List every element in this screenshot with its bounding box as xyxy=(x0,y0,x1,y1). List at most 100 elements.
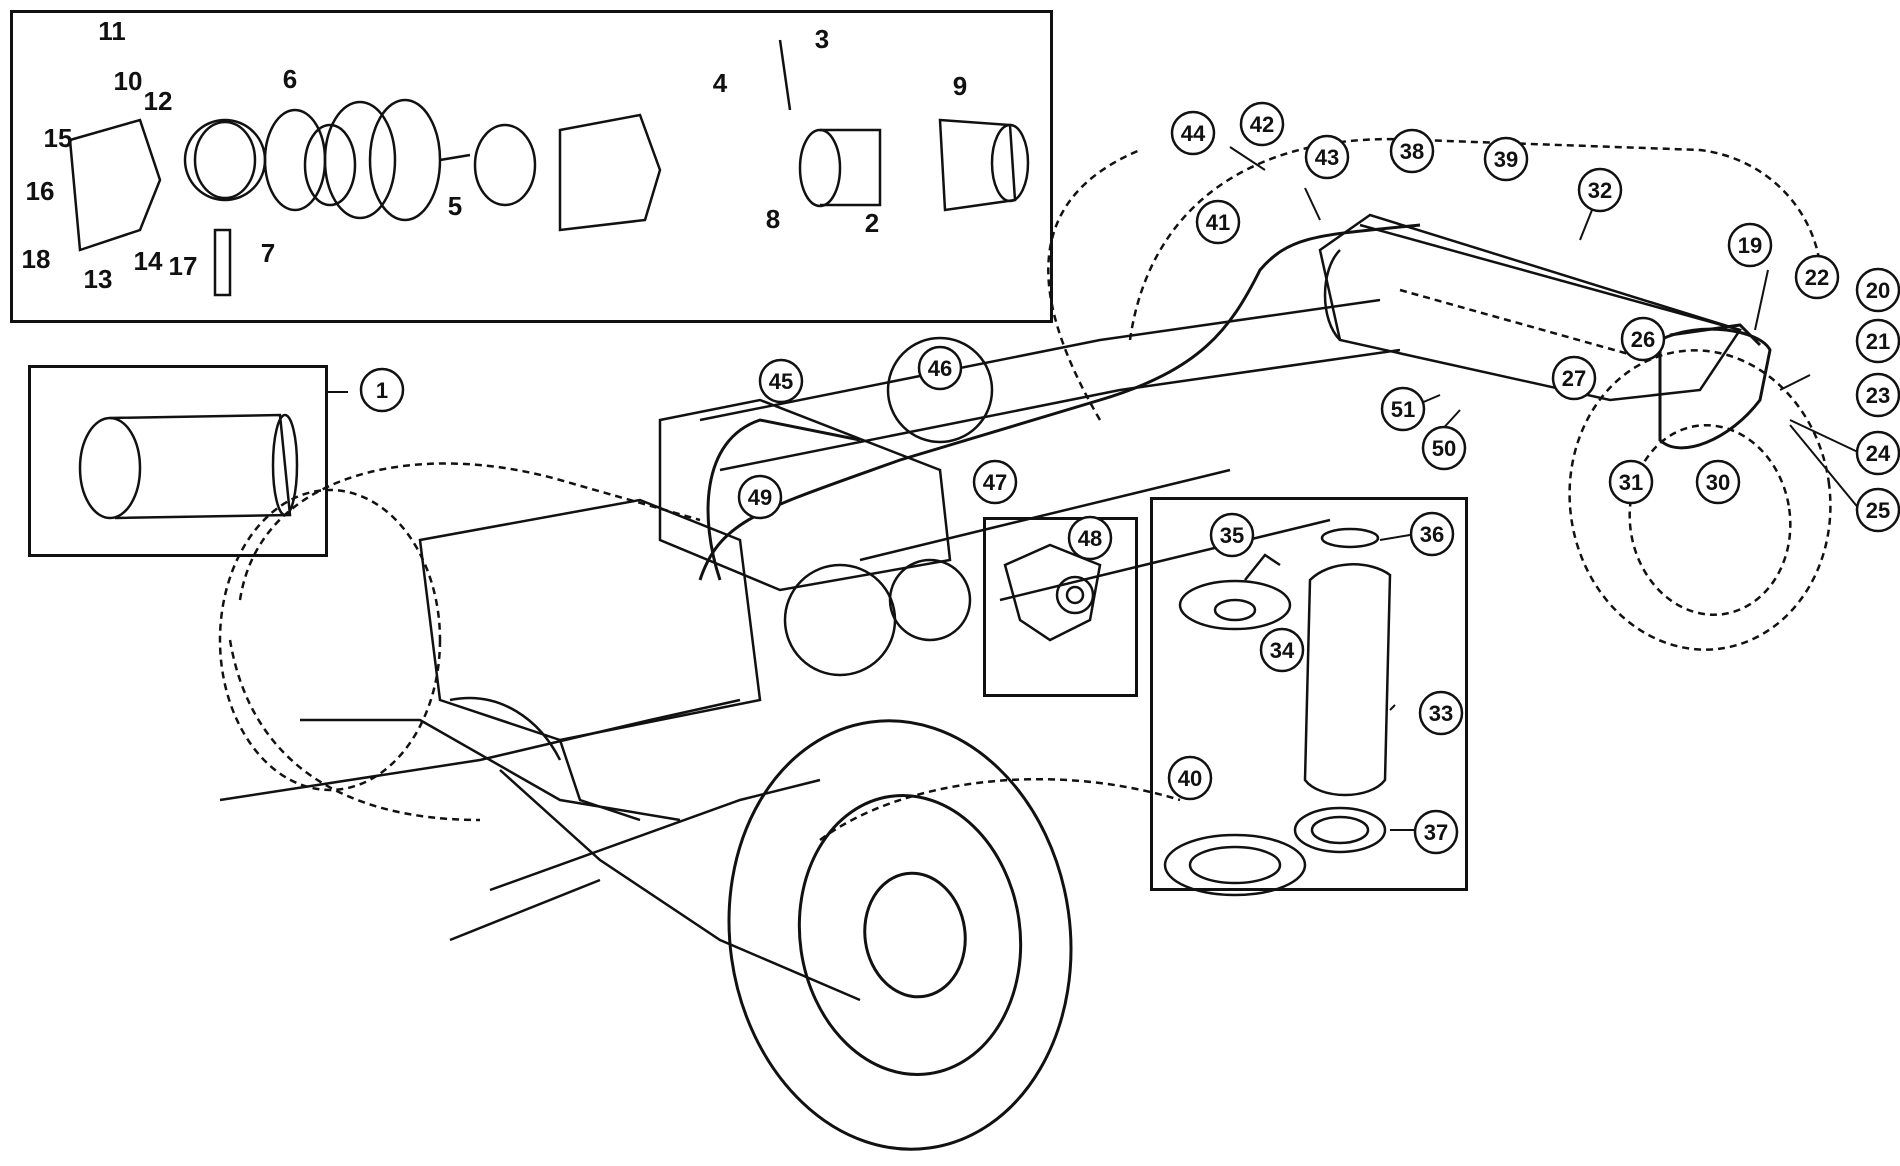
callout-circle-23: 23 xyxy=(1855,372,1900,418)
front-left-wheel xyxy=(218,488,442,792)
callout-circle-50: 50 xyxy=(1421,425,1467,471)
callout-circle-45: 45 xyxy=(758,358,804,404)
callout-label-42: 42 xyxy=(1250,112,1274,137)
callout-label-41: 41 xyxy=(1206,210,1230,235)
callout-label-50: 50 xyxy=(1432,436,1456,461)
callout-circle-44: 44 xyxy=(1170,110,1216,156)
callout-label-4: 4 xyxy=(713,68,728,98)
front-wheel xyxy=(727,719,1073,1151)
callout-circle-32: 32 xyxy=(1577,167,1623,213)
callout-circle-47: 47 xyxy=(972,459,1018,505)
pump-assembly xyxy=(78,413,299,520)
callout-circle-39: 39 xyxy=(1483,136,1529,182)
fuel-line xyxy=(698,223,1421,581)
callout-circle-31: 31 xyxy=(1608,459,1654,505)
connector-detail xyxy=(1003,543,1102,642)
callout-label-38: 38 xyxy=(1400,139,1424,164)
part-46-bubble xyxy=(886,336,994,444)
callout-label-25: 25 xyxy=(1866,498,1890,523)
callout-label-15: 15 xyxy=(44,123,73,153)
callout-label-12: 12 xyxy=(144,86,173,116)
callout-label-51: 51 xyxy=(1391,397,1415,422)
callout-label-49: 49 xyxy=(748,485,772,510)
callout-label-30: 30 xyxy=(1706,470,1730,495)
callout-circle-24: 24 xyxy=(1855,430,1900,476)
callout-circle-27: 27 xyxy=(1551,355,1597,401)
rear-wheel xyxy=(1568,349,1832,651)
callout-circle-36: 36 xyxy=(1409,511,1455,557)
filler-neck-parts xyxy=(1163,527,1392,897)
callout-label-37: 37 xyxy=(1424,820,1448,845)
callout-label-46: 46 xyxy=(928,356,952,381)
callout-label-5: 5 xyxy=(448,191,462,221)
callout-label-47: 47 xyxy=(983,470,1007,495)
callout-circle-49: 49 xyxy=(737,474,783,520)
exploded-pump-parts xyxy=(68,39,1030,297)
callout-label-31: 31 xyxy=(1619,470,1643,495)
callout-circle-19: 19 xyxy=(1727,222,1773,268)
callout-circle-42: 42 xyxy=(1239,101,1285,147)
callout-label-17: 17 xyxy=(169,251,198,281)
callout-label-9: 9 xyxy=(953,71,967,101)
callout-circle-51: 51 xyxy=(1380,386,1426,432)
callout-label-18: 18 xyxy=(22,244,51,274)
fuel-pump-assembly-inset xyxy=(28,365,328,557)
callout-label-21: 21 xyxy=(1866,329,1890,354)
callout-label-22: 22 xyxy=(1805,265,1829,290)
callout-label-7: 7 xyxy=(261,238,275,268)
callout-label-16: 16 xyxy=(26,176,55,206)
fuel-tank xyxy=(1318,213,1742,402)
callout-circle-20: 20 xyxy=(1855,267,1900,313)
callout-label-44: 44 xyxy=(1181,121,1206,146)
callout-circle-37: 37 xyxy=(1413,809,1459,855)
callout-label-43: 43 xyxy=(1315,145,1339,170)
callout-label-27: 27 xyxy=(1562,366,1586,391)
callout-circle-46: 46 xyxy=(917,345,963,391)
callout-label-34: 34 xyxy=(1270,638,1295,663)
callout-circle-38: 38 xyxy=(1389,128,1435,174)
callout-label-33: 33 xyxy=(1429,701,1453,726)
engine-block xyxy=(418,398,972,822)
tank-sender-unit xyxy=(1658,323,1772,450)
callout-label-1: 1 xyxy=(376,378,388,403)
callout-label-40: 40 xyxy=(1178,766,1202,791)
callout-circle-33: 33 xyxy=(1418,690,1464,736)
callout-label-24: 24 xyxy=(1866,441,1891,466)
fuel-line-branch xyxy=(706,418,861,581)
callout-label-20: 20 xyxy=(1866,278,1890,303)
callout-label-13: 13 xyxy=(84,264,113,294)
callout-circle-25: 25 xyxy=(1855,487,1900,533)
callout-label-39: 39 xyxy=(1494,147,1518,172)
callout-circle-48: 48 xyxy=(1067,515,1113,561)
callout-label-26: 26 xyxy=(1631,327,1655,352)
callout-label-6: 6 xyxy=(283,64,297,94)
callout-label-36: 36 xyxy=(1420,522,1444,547)
callout-circle-26: 26 xyxy=(1620,316,1666,362)
callout-label-35: 35 xyxy=(1220,523,1244,548)
callout-label-23: 23 xyxy=(1866,383,1890,408)
callout-label-45: 45 xyxy=(769,369,793,394)
callout-circle-22: 22 xyxy=(1794,254,1840,300)
callout-circle-35: 35 xyxy=(1209,512,1255,558)
callout-label-14: 14 xyxy=(134,246,163,276)
callout-circle-43: 43 xyxy=(1304,134,1350,180)
callout-label-3: 3 xyxy=(815,24,829,54)
front-suspension xyxy=(219,696,861,1002)
callout-circle-21: 21 xyxy=(1855,318,1900,364)
callout-circle-41: 41 xyxy=(1195,199,1241,245)
callout-label-10: 10 xyxy=(114,66,143,96)
car-body-outline xyxy=(228,137,1823,842)
callout-circle-30: 30 xyxy=(1695,459,1741,505)
callout-circle-1: 1 xyxy=(359,367,405,413)
callout-circle-34: 34 xyxy=(1259,627,1305,673)
callout-label-2: 2 xyxy=(865,208,879,238)
callout-label-19: 19 xyxy=(1738,233,1762,258)
callout-label-48: 48 xyxy=(1078,526,1102,551)
callout-label-32: 32 xyxy=(1588,178,1612,203)
callout-label-8: 8 xyxy=(766,204,780,234)
callout-circle-40: 40 xyxy=(1167,755,1213,801)
